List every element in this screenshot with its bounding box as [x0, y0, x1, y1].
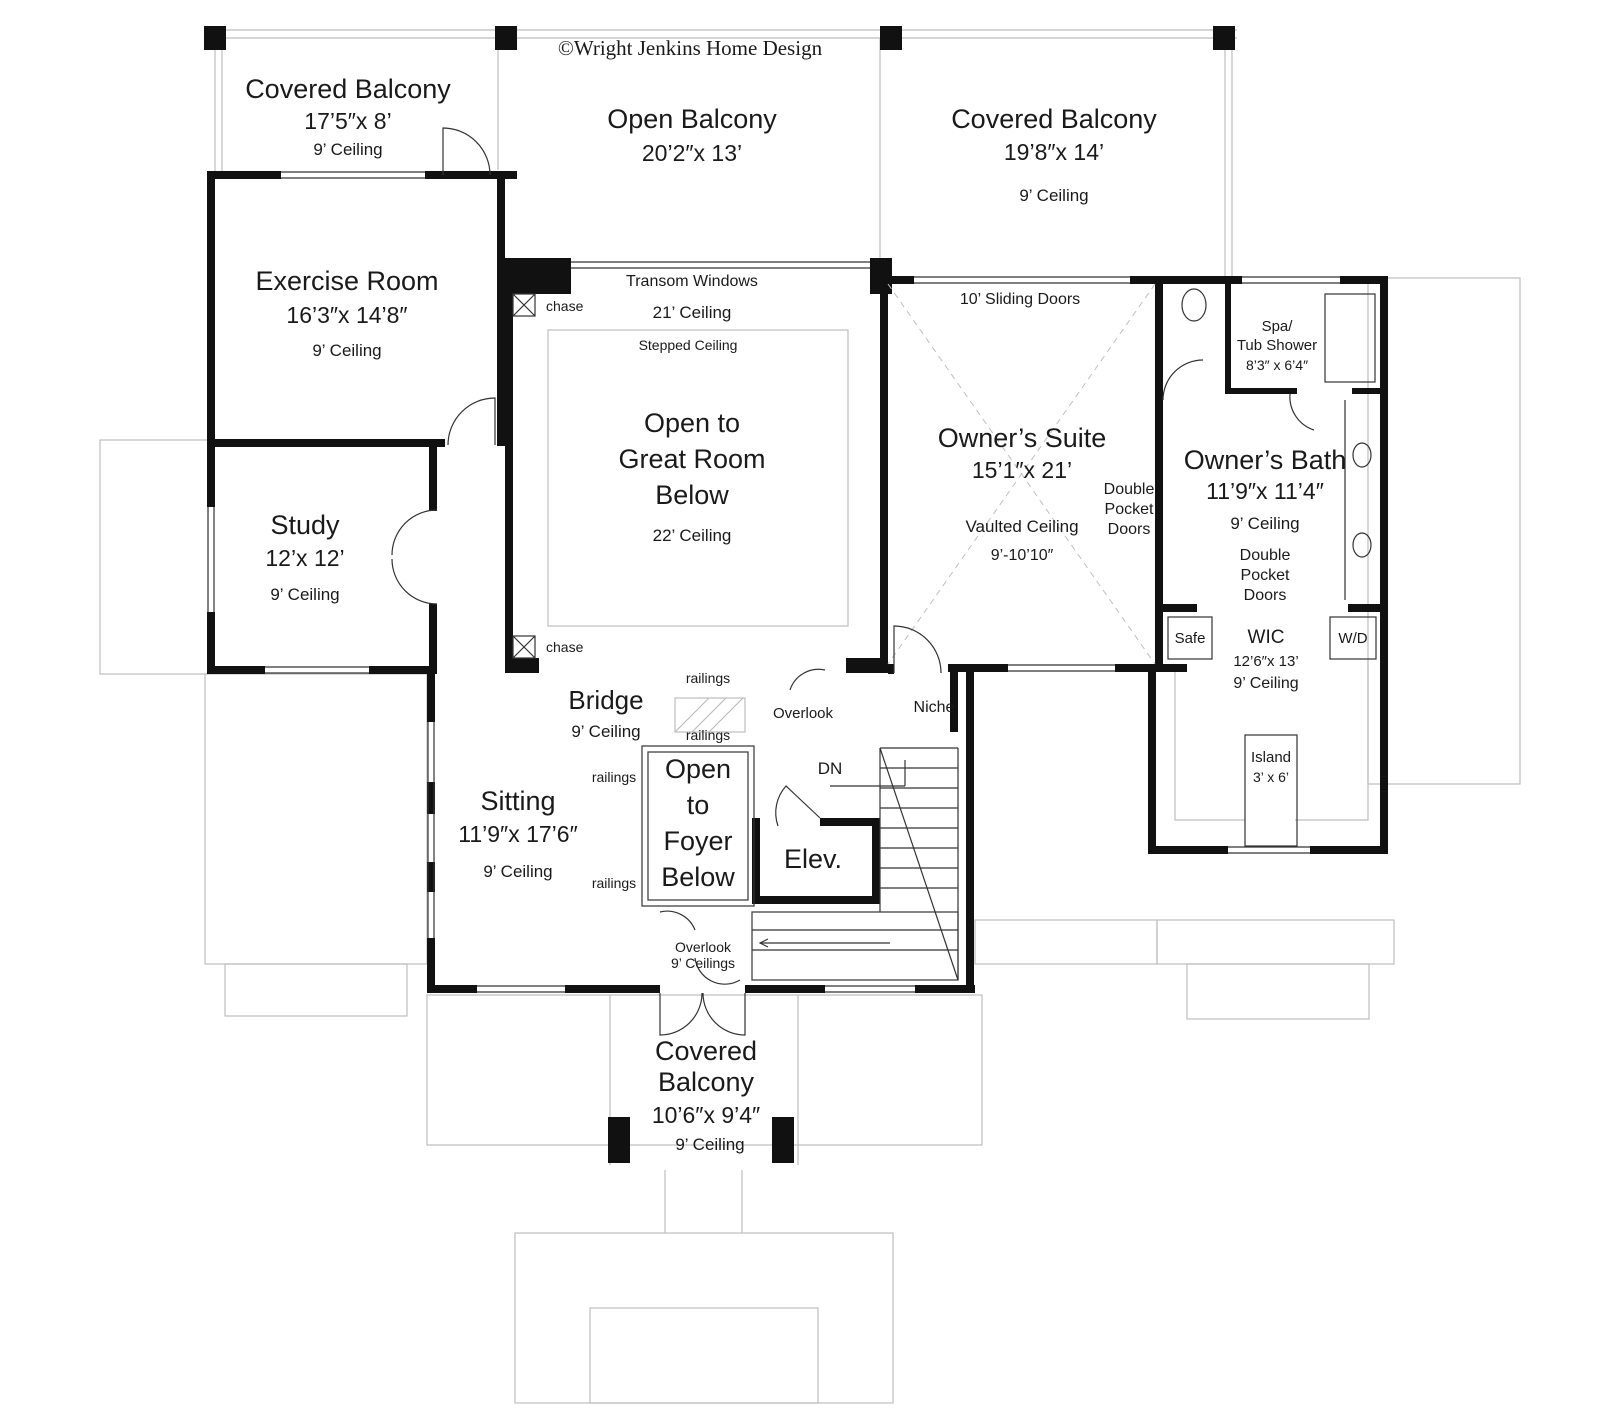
- island-size: 3’ x 6’: [1253, 769, 1289, 785]
- room-foyer: Open to Foyer Below: [661, 754, 735, 892]
- chase-label-bottom: chase: [546, 639, 584, 655]
- svg-text:Open: Open: [665, 754, 731, 784]
- svg-text:Double: Double: [1104, 481, 1155, 498]
- room-name: Covered Balcony: [245, 74, 451, 104]
- svg-text:10’6″x 9’4″: 10’6″x 9’4″: [652, 1102, 760, 1128]
- room-ceiling: 9’ Ceiling: [270, 585, 339, 604]
- stair-treads: [752, 747, 959, 981]
- room-owners-bath: Owner’s Bath 11’9″x 11’4″ 9’ Ceiling: [1184, 445, 1347, 533]
- room-name-line3: Below: [655, 480, 729, 510]
- room-size: 17’5″x 8’: [304, 108, 391, 134]
- room-covered-balcony-ne: Covered Balcony 19’8″x 14’ 9’ Ceiling: [951, 104, 1157, 205]
- room-size: 12’x 12’: [265, 545, 344, 571]
- svg-text:Foyer: Foyer: [663, 826, 732, 856]
- room-name: Exercise Room: [255, 266, 438, 296]
- overlook-label-bottom: Overlook: [675, 939, 732, 955]
- room-name: Owner’s Suite: [938, 423, 1107, 453]
- walls: [204, 26, 1388, 1163]
- room-bridge: Bridge 9’ Ceiling: [568, 685, 643, 741]
- room-exercise: Exercise Room 16’3″x 14’8″ 9’ Ceiling: [255, 266, 438, 360]
- room-name: WIC: [1248, 627, 1285, 648]
- railings-label-left-top: railings: [592, 769, 636, 785]
- room-name-line1: Open to: [644, 408, 740, 438]
- room-name: Open Balcony: [607, 104, 777, 134]
- room-spa: Spa/ Tub Shower 8’3″ x 6’4″: [1237, 318, 1317, 373]
- room-sitting: Sitting 11’9″x 17’6″ 9’ Ceiling: [458, 786, 577, 881]
- pocket-doors-left: Double Pocket Doors: [1104, 481, 1155, 538]
- room-ceiling: 22’ Ceiling: [653, 526, 732, 545]
- ceiling-height-label: 21’ Ceiling: [653, 303, 732, 322]
- detail-lines: [207, 171, 1377, 993]
- svg-text:Spa/: Spa/: [1262, 318, 1294, 335]
- doors: [391, 127, 1315, 1036]
- room-name: Bridge: [568, 685, 643, 715]
- room-size: 19’8″x 14’: [1004, 139, 1104, 165]
- svg-text:Doors: Doors: [1108, 521, 1151, 538]
- copyright-notice: ©Wright Jenkins Home Design: [558, 36, 823, 60]
- svg-text:Double: Double: [1240, 547, 1291, 564]
- island-label: Island: [1251, 749, 1291, 766]
- room-name: Sitting: [480, 786, 555, 816]
- ceiling-height-label: 9’-10’10″: [991, 547, 1054, 564]
- room-name-line2: Great Room: [618, 444, 765, 474]
- svg-text:Covered: Covered: [655, 1036, 757, 1066]
- svg-text:Tub Shower: Tub Shower: [1237, 337, 1317, 354]
- room-ceiling: 9’ Ceiling: [571, 722, 640, 741]
- room-wic: Safe W/D WIC 12’6″x 13’ 9’ Ceiling Islan…: [1175, 627, 1368, 785]
- stepped-ceiling-label: Stepped Ceiling: [639, 337, 738, 353]
- dn-label: DN: [818, 759, 843, 778]
- safe-label: Safe: [1175, 630, 1206, 647]
- room-owners-suite: 10’ Sliding Doors Owner’s Suite 15’1″x 2…: [938, 291, 1107, 564]
- svg-text:to: to: [687, 790, 710, 820]
- svg-text:Below: Below: [661, 862, 735, 892]
- room-name: Study: [270, 510, 340, 540]
- railings-label-top: railings: [686, 670, 730, 686]
- transom-label: Transom Windows: [626, 273, 758, 290]
- elevator-label: Elev.: [784, 844, 842, 874]
- svg-text:8’3″ x 6’4″: 8’3″ x 6’4″: [1246, 357, 1308, 373]
- svg-text:Pocket: Pocket: [1241, 567, 1290, 584]
- overlook-label-top: Overlook: [773, 705, 834, 722]
- wd-label: W/D: [1338, 630, 1367, 647]
- room-open-balcony: Open Balcony 20’2″x 13’: [607, 104, 777, 166]
- svg-text:Doors: Doors: [1244, 587, 1287, 604]
- svg-text:Balcony: Balcony: [658, 1067, 755, 1097]
- room-ceiling: 9’ Ceiling: [1019, 186, 1088, 205]
- pocket-doors-right: Double Pocket Doors: [1240, 547, 1291, 604]
- room-size: 11’9″x 11’4″: [1206, 478, 1324, 504]
- room-size: 16’3″x 14’8″: [286, 302, 407, 328]
- railings-label-mid: railings: [686, 727, 730, 743]
- room-ceiling: 9’ Ceiling: [312, 341, 381, 360]
- labels: ©Wright Jenkins Home Design Covered Balc…: [245, 36, 1368, 1154]
- overlook-ceiling-label: 9’ Ceilings: [671, 955, 735, 971]
- room-name: Owner’s Bath: [1184, 445, 1347, 475]
- niche-label: Niche: [914, 699, 955, 716]
- room-covered-balcony-s: Covered Balcony 10’6″x 9’4″ 9’ Ceiling: [652, 1036, 760, 1154]
- room-ceiling: 9’ Ceiling: [1233, 675, 1298, 692]
- room-great-room: Transom Windows 21’ Ceiling Stepped Ceil…: [618, 273, 765, 545]
- room-covered-balcony-nw: Covered Balcony 17’5″x 8’ 9’ Ceiling: [245, 74, 451, 159]
- vaulted-ceiling-label: Vaulted Ceiling: [965, 517, 1078, 536]
- room-size: 15’1″x 21’: [972, 457, 1072, 483]
- room-size: 12’6″x 13’: [1233, 653, 1298, 670]
- room-size: 20’2″x 13’: [642, 140, 742, 166]
- room-ceiling: 9’ Ceiling: [313, 140, 382, 159]
- svg-text:Pocket: Pocket: [1105, 501, 1154, 518]
- room-ceiling: 9’ Ceiling: [483, 862, 552, 881]
- railings-label-left-bottom: railings: [592, 875, 636, 891]
- chase-label-top: chase: [546, 298, 584, 314]
- svg-text:9’ Ceiling: 9’ Ceiling: [675, 1135, 744, 1154]
- room-study: Study 12’x 12’ 9’ Ceiling: [265, 510, 344, 604]
- lower-level-outlines: [99, 29, 1521, 1404]
- room-size: 11’9″x 17’6″: [458, 821, 577, 847]
- sliding-doors-label: 10’ Sliding Doors: [960, 291, 1080, 308]
- room-name: Covered Balcony: [951, 104, 1157, 134]
- room-ceiling: 9’ Ceiling: [1230, 514, 1299, 533]
